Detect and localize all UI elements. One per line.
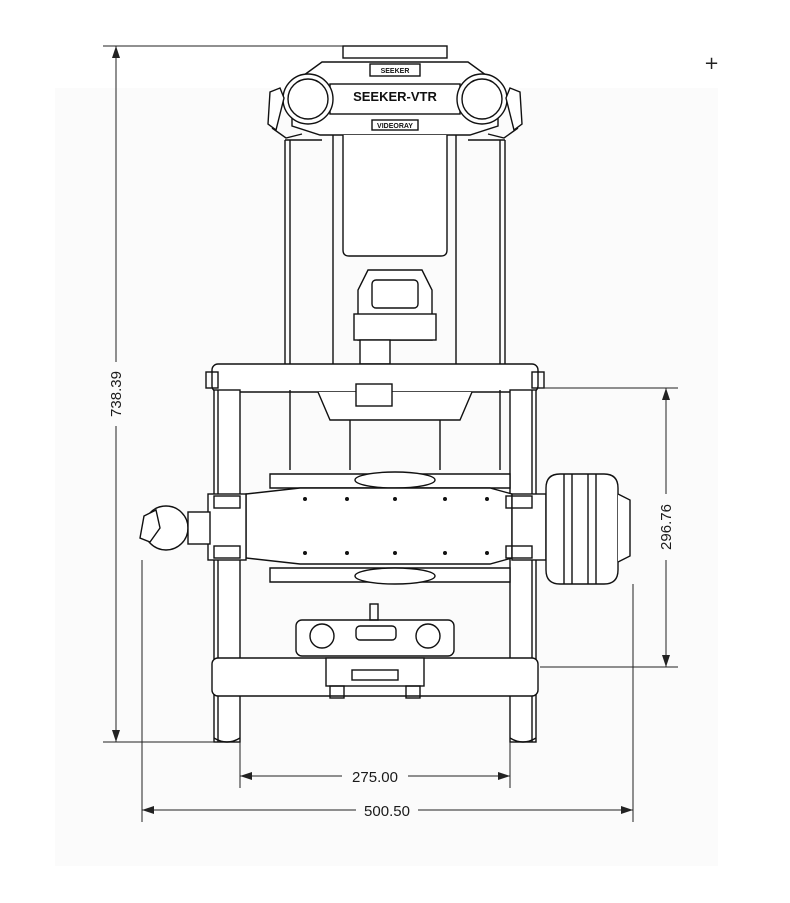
overall-height-label: 738.39 <box>108 371 125 417</box>
plate-top-label: SEEKER <box>381 68 410 75</box>
plate-title: SEEKER-VTR <box>353 89 437 104</box>
top-float-assembly <box>267 45 523 141</box>
center-body <box>207 471 547 585</box>
vehicle-outline <box>139 45 631 743</box>
dimension-lines <box>103 45 678 822</box>
plate-bottom-label: VIDEORAY <box>377 123 413 130</box>
lower-assembly <box>295 603 455 699</box>
body-fasteners <box>303 497 489 555</box>
inner-width-label: 275.00 <box>352 769 398 786</box>
dimension-arrows <box>112 46 670 814</box>
crosshair-mark: + <box>704 53 720 74</box>
opening-height-label: 296.76 <box>658 504 675 550</box>
left-gripper <box>139 505 211 551</box>
right-thruster <box>545 473 631 585</box>
camera-housing <box>353 269 437 365</box>
overall-width-label: 500.50 <box>364 803 410 820</box>
main-frame <box>205 363 545 743</box>
